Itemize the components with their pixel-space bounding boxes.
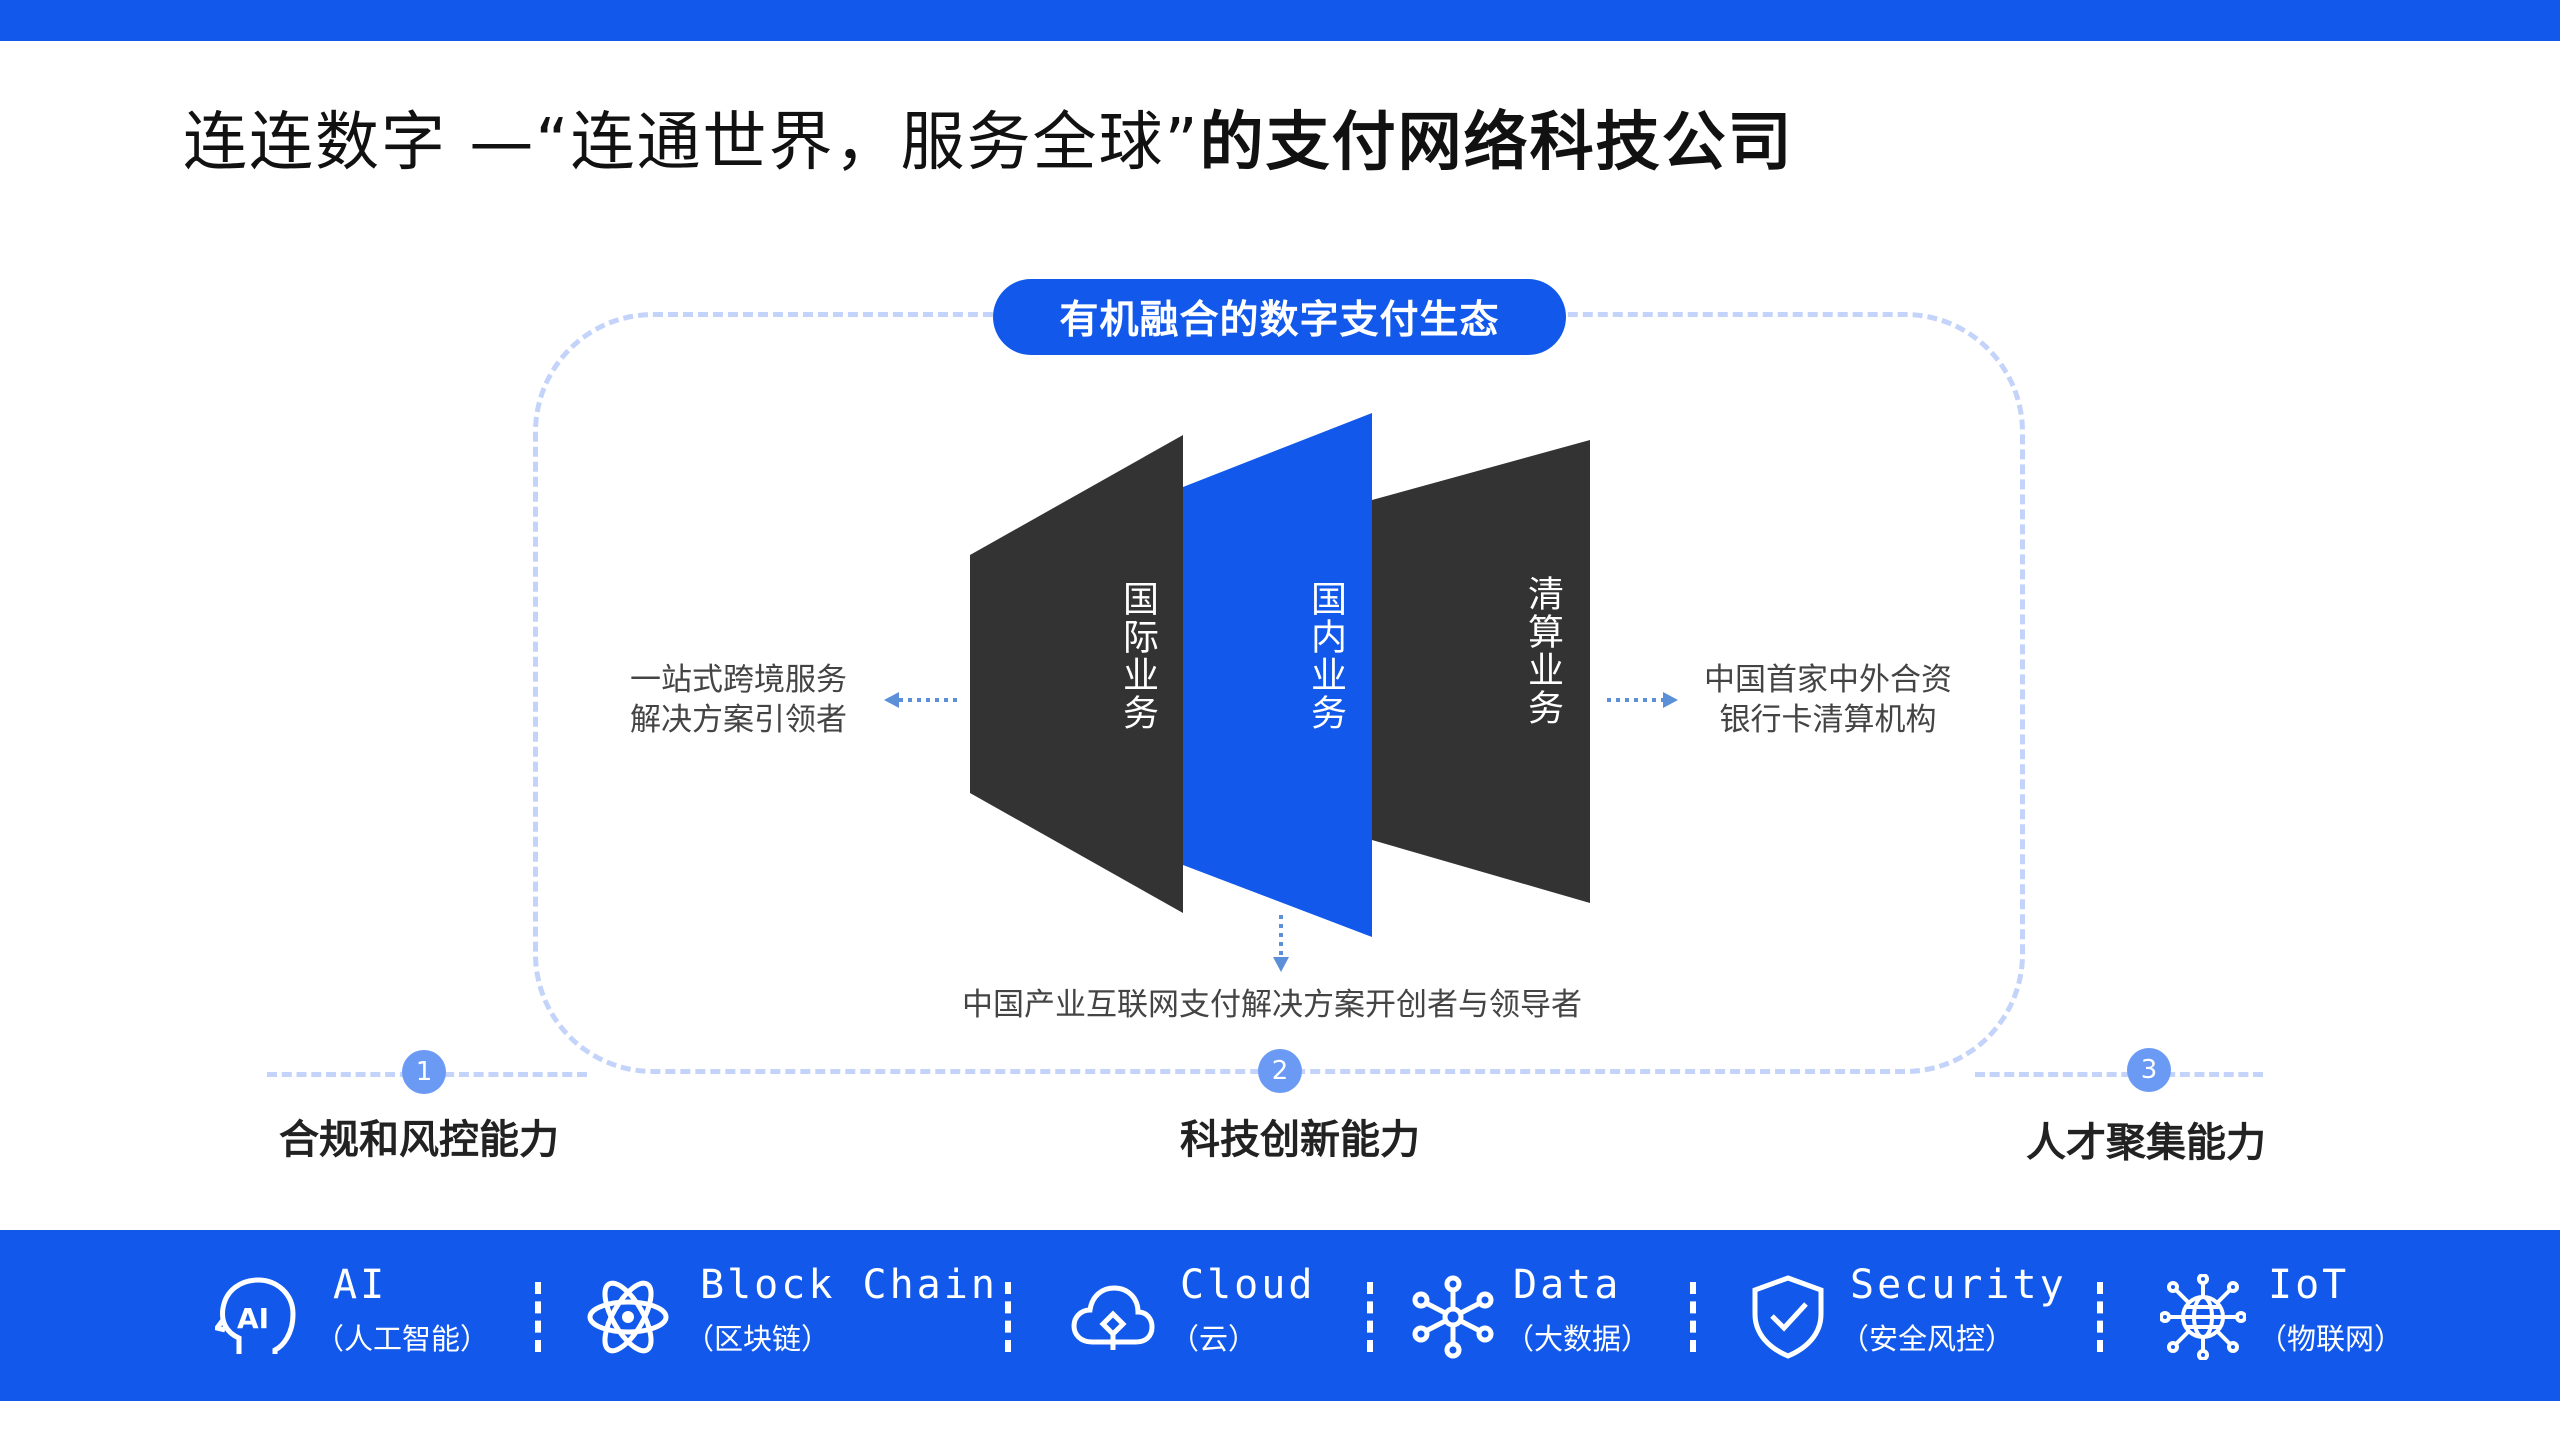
cloud-icon bbox=[1071, 1285, 1155, 1350]
tech-sub-ai: （人工智能） bbox=[315, 1322, 490, 1356]
tech-separator bbox=[535, 1282, 541, 1352]
top-accent-bar bbox=[0, 0, 2560, 41]
tech-sub-security: （安全风控） bbox=[1840, 1322, 2015, 1356]
right-description-line1: 中国首家中外合资 bbox=[1704, 662, 1952, 698]
tech-name-data: Data bbox=[1513, 1262, 1622, 1308]
panel-clearing-label: 清算业务 bbox=[1522, 575, 1563, 727]
tech-sub-iot: （物联网） bbox=[2258, 1322, 2404, 1356]
svg-text:AI: AI bbox=[237, 1302, 269, 1335]
tech-name-cloud: Cloud bbox=[1180, 1262, 1316, 1308]
capability-number-3: 3 bbox=[2127, 1048, 2171, 1092]
globe-circuit-icon bbox=[2160, 1274, 2246, 1360]
left-description: 一站式跨境服务 解决方案引领者 bbox=[630, 660, 847, 740]
capability-label-1: 合规和风控能力 bbox=[279, 1117, 559, 1163]
down-arrow-head bbox=[1273, 957, 1289, 972]
tech-sub-cloud: （云） bbox=[1170, 1322, 1258, 1356]
tech-name-ai: AI bbox=[333, 1262, 388, 1308]
ai-head-icon: AI bbox=[215, 1277, 296, 1354]
right-arrow-head bbox=[1663, 692, 1678, 708]
tech-sub-blockchain: （区块链） bbox=[685, 1322, 831, 1356]
panel-clearing bbox=[1372, 440, 1590, 903]
tech-item-iot: IoT （物联网） bbox=[2160, 1262, 2500, 1372]
tech-item-data: Data （大数据） bbox=[1410, 1262, 1700, 1372]
bottom-description: 中国产业互联网支付解决方案开创者与领导者 bbox=[962, 987, 1582, 1023]
left-description-line1: 一站式跨境服务 bbox=[630, 662, 847, 698]
tech-name-blockchain: Block Chain bbox=[700, 1262, 998, 1308]
panel-domestic bbox=[1183, 413, 1372, 937]
panel-domestic-label: 国内业务 bbox=[1305, 580, 1346, 732]
technology-bar bbox=[0, 1230, 2560, 1401]
capability-label-3: 人才聚集能力 bbox=[2026, 1120, 2266, 1166]
tech-item-ai: AI AI （人工智能） bbox=[215, 1262, 525, 1372]
network-nodes-icon bbox=[1412, 1275, 1494, 1359]
tech-name-iot: IoT bbox=[2268, 1262, 2350, 1308]
tech-separator bbox=[1367, 1282, 1373, 1352]
capability-label-2: 科技创新能力 bbox=[1180, 1117, 1420, 1163]
tech-item-security: Security （安全风控） bbox=[1745, 1262, 2085, 1372]
tech-sub-data: （大数据） bbox=[1505, 1322, 1651, 1356]
page-title-lead: 连连数字 —“连通世界，服务全球” bbox=[183, 106, 1200, 180]
atom-icon bbox=[587, 1280, 669, 1354]
tech-separator bbox=[1005, 1282, 1011, 1352]
ecosystem-pill: 有机融合的数字支付生态 bbox=[993, 279, 1566, 355]
panel-international-label: 国际业务 bbox=[1117, 580, 1158, 732]
tech-separator bbox=[2097, 1282, 2103, 1352]
shield-check-icon bbox=[1752, 1275, 1824, 1359]
right-description-line2: 银行卡清算机构 bbox=[1719, 702, 1937, 738]
page-title-bold: 的支付网络科技公司 bbox=[1199, 106, 1794, 180]
capability-number-1: 1 bbox=[402, 1050, 446, 1094]
capability-line-right bbox=[1975, 1072, 2263, 1077]
capability-number-2: 2 bbox=[1258, 1049, 1302, 1093]
right-description: 中国首家中外合资 银行卡清算机构 bbox=[1704, 660, 1952, 740]
panel-international bbox=[970, 435, 1183, 913]
left-arrow-head bbox=[884, 692, 899, 708]
tech-item-cloud: Cloud （云） bbox=[1070, 1262, 1350, 1372]
tech-item-blockchain: Block Chain （区块链） bbox=[585, 1262, 995, 1372]
tech-separator bbox=[1690, 1282, 1696, 1352]
tech-name-security: Security bbox=[1850, 1262, 2067, 1308]
page-title: 连连数字 —“连通世界，服务全球”的支付网络科技公司 bbox=[183, 100, 1794, 186]
left-description-line2: 解决方案引领者 bbox=[630, 702, 847, 738]
